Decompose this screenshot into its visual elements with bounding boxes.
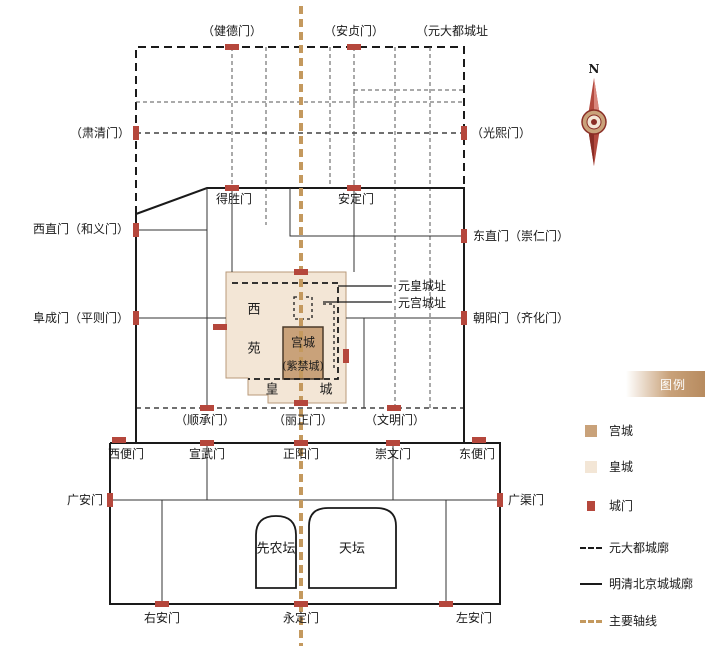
legend-axis-line [580,620,602,623]
legend-imperial-swatch [585,461,597,473]
label-huang: 皇 [265,382,279,398]
altars [255,507,397,589]
gate-imperial-west [213,324,227,330]
gate-guangan [107,493,113,507]
gate-jiande [225,44,239,50]
annotation-yuan-gongcheng: 元宫城址 [398,296,447,310]
label-yongding: 永定门 [282,611,320,625]
gate-suqing [133,126,139,140]
label-yuan: 苑 [247,341,261,357]
label-anzhen: （安贞门） [323,24,385,38]
compass-icon [581,78,607,166]
legend-gate-label: 城门 [609,499,634,513]
gate-dongbian [472,437,486,443]
xiannongtan-outline [255,515,297,589]
gate-chongwen [386,440,400,446]
label-dongzhi: 东直门（崇仁门） [473,229,570,243]
gate-xuanwu [200,440,214,446]
compass-north-label: N [588,62,600,76]
label-jiande: （健德门） [201,24,263,38]
legend-palace-label: 宫城 [609,424,634,438]
gate-zuoan [439,601,453,607]
legend-palace-swatch [585,425,597,437]
city-gates [107,44,503,607]
gate-anding [347,185,361,191]
label-zijincheng: (紫禁城) [282,359,324,373]
label-desheng: 得胜门 [215,192,253,206]
gate-desheng [225,185,239,191]
gate-xibian [112,437,126,443]
gate-wenming [387,405,401,411]
annotation-yuan-huangcheng: 元皇城址 [398,279,447,293]
label-fucheng: 阜成门（平则门） [32,311,129,325]
legend-yuan-wall-label: 元大都城廓 [609,541,670,555]
label-guangan: 广安门 [66,493,103,507]
gate-guangqu [497,493,503,507]
gate-imperial-north [294,269,308,275]
gate-imperial-south [294,400,308,406]
gate-anzhen [347,44,361,50]
label-xi: 西 [247,302,261,318]
legend-yuan-wall-line [580,547,602,549]
gate-xizhi [133,223,139,237]
gate-shuncheng [200,405,214,411]
gate-chaoyang [461,311,467,325]
label-tiantan: 天坛 [338,541,366,557]
label-guangxi: （光熙门） [471,126,532,140]
tiantan-outline [308,507,397,589]
label-xuanwu: 宣武门 [188,447,226,461]
legend-ming-wall-label: 明清北京城城廓 [609,577,694,591]
label-xibian: 西便门 [107,447,145,461]
gate-yongding [294,601,308,607]
city-streets [110,188,500,604]
label-lizheng: （丽正门） [272,413,334,427]
legend-axis-label: 主要轴线 [609,614,658,628]
legend-ming-wall-line [580,583,602,585]
legend-gate-swatch [587,501,595,511]
label-shuncheng: （顺承门） [174,413,236,427]
gate-guangxi [461,126,467,140]
gate-fucheng [133,311,139,325]
legend-title: 图例 [626,371,705,397]
gate-zhengyang [294,440,308,446]
label-xiannongtan: 先农坛 [256,541,296,557]
label-chaoyang: 朝阳门（齐化门） [473,311,570,325]
gate-youan [155,601,169,607]
label-gongcheng: 宫城 [290,335,316,350]
label-youan: 右安门 [143,611,181,625]
label-chongwen: 崇文门 [374,447,412,461]
label-zhengyang: 正阳门 [282,447,320,461]
label-anding: 安定门 [337,192,375,206]
label-cheng: 城 [319,382,333,398]
label-wenming: （文明门） [364,413,426,427]
legend-imperial-label: 皇城 [609,460,634,474]
label-guangqu: 广渠门 [508,493,545,507]
label-yuan-dadu: （元大都城址 [416,24,489,38]
gate-dongzhi [461,229,467,243]
label-dongbian: 东便门 [458,447,496,461]
label-xizhi: 西直门（和义门） [32,222,129,236]
gate-imperial-east [343,349,349,363]
label-zuoan: 左安门 [455,611,493,625]
label-suqing: （肃清门） [69,126,130,140]
